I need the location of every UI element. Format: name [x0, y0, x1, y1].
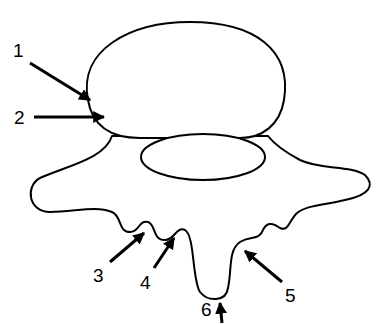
- callout-number: 5: [285, 286, 296, 305]
- callout-number: 4: [140, 273, 151, 292]
- leader-arrow: [220, 303, 222, 323]
- callout-number: 6: [201, 300, 212, 319]
- leader-arrow: [154, 238, 174, 268]
- vertebral-body: [87, 22, 285, 138]
- leader-arrow: [110, 233, 144, 262]
- leader-arrow: [30, 63, 90, 100]
- callout-number: 1: [13, 41, 24, 60]
- callout-number: 3: [93, 266, 104, 285]
- leader-arrow: [34, 116, 104, 119]
- callout-number: 2: [14, 108, 25, 127]
- leader-arrow: [245, 251, 282, 282]
- vertebral-foramen: [141, 134, 265, 180]
